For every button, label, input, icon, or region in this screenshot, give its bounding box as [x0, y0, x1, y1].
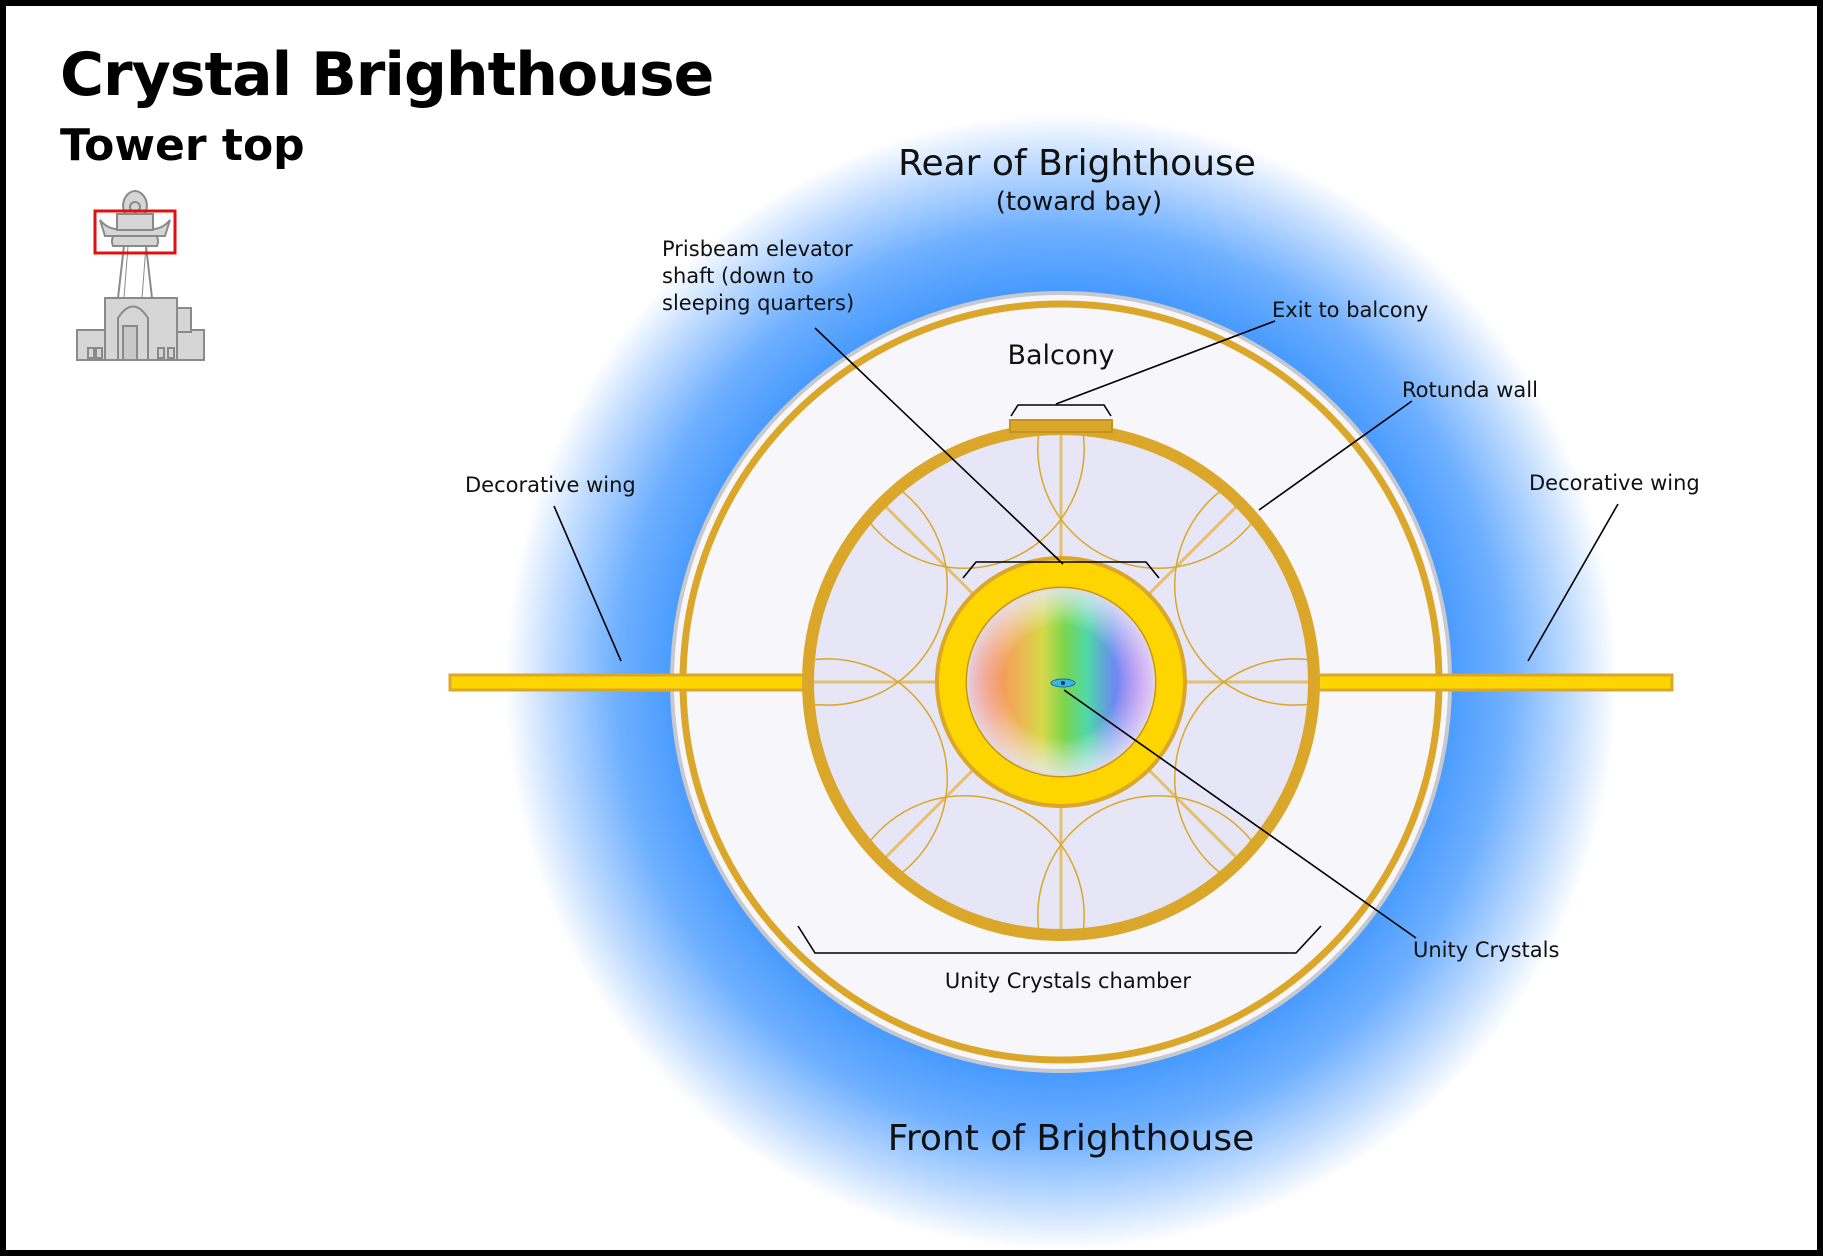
- elevator-label-line2: shaft (down to: [662, 264, 814, 288]
- wing-right-leader: [1527, 503, 1619, 662]
- elevator-label-line1: Prisbeam elevator: [662, 237, 853, 261]
- front-label: Front of Brighthouse: [888, 1118, 1255, 1159]
- wing-right-label: Decorative wing: [1529, 471, 1700, 495]
- leader-lines: [553, 320, 1619, 954]
- balcony-label: Balcony: [1007, 340, 1114, 371]
- locator-highlight: [93, 209, 177, 255]
- wing-left-label: Decorative wing: [465, 473, 636, 497]
- tracery-spoke: [881, 768, 975, 862]
- decorative-wing-right: [1314, 673, 1674, 692]
- chamber-bracket: [797, 925, 1322, 954]
- tracery-spoke: [1147, 502, 1241, 596]
- elevator-leader: [814, 327, 1064, 565]
- rear-note: (toward bay): [996, 187, 1162, 217]
- page-title: Crystal Brighthouse: [60, 40, 714, 110]
- rear-label: Rear of Brighthouse: [898, 143, 1256, 184]
- decorative-wing-left: [448, 673, 808, 692]
- wing-left-leader: [553, 505, 622, 662]
- exit-balcony-label: Exit to balcony: [1272, 298, 1428, 322]
- balcony-exit: [1009, 419, 1113, 433]
- exit-balcony-leader: [1055, 320, 1276, 405]
- rotunda-wall-label: Rotunda wall: [1402, 378, 1538, 402]
- tracery-spoke: [881, 502, 975, 596]
- tower-locator-icon: [76, 190, 205, 361]
- unity-crystals-label: Unity Crystals: [1413, 938, 1559, 962]
- chamber-label: Unity Crystals chamber: [945, 969, 1192, 993]
- balcony-exit-bracket: [1010, 404, 1112, 417]
- unity-crystals-leader: [1063, 689, 1417, 939]
- elevator-label-line3: sleeping quarters): [662, 291, 854, 315]
- tracery-spoke: [1147, 768, 1241, 862]
- rotunda-wall-leader: [1258, 400, 1413, 511]
- page-subtitle: Tower top: [60, 120, 305, 171]
